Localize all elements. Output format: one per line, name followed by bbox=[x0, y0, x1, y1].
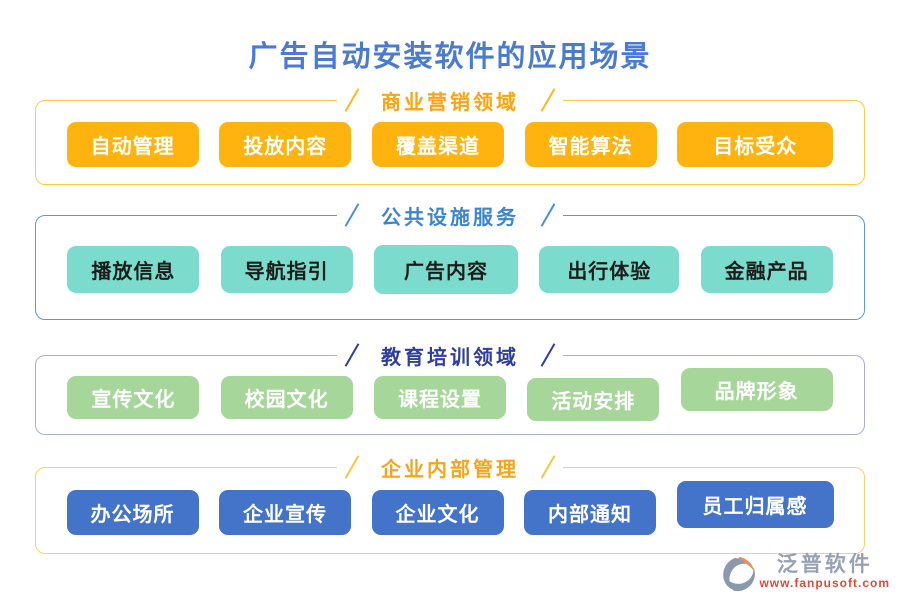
chip[interactable]: 金融产品 bbox=[700, 246, 833, 293]
chip[interactable]: 自动管理 bbox=[66, 122, 199, 167]
slash-left-icon bbox=[344, 88, 360, 112]
chip[interactable]: 播放信息 bbox=[67, 246, 200, 293]
section-marketing: 自动管理 投放内容 覆盖渠道 智能算法 目标受众 商业营销领域 bbox=[35, 84, 865, 185]
chip[interactable]: 活动安排 bbox=[527, 377, 660, 421]
section-education-header: 教育培训领域 bbox=[337, 339, 563, 371]
chip[interactable]: 员工归属感 bbox=[676, 481, 834, 528]
chip[interactable]: 校园文化 bbox=[220, 375, 353, 419]
chip[interactable]: 导航指引 bbox=[220, 246, 353, 293]
section-marketing-header: 商业营销领域 bbox=[337, 84, 563, 116]
slash-left-icon bbox=[344, 455, 360, 479]
chip[interactable]: 目标受众 bbox=[677, 122, 834, 167]
chip[interactable]: 企业宣传 bbox=[219, 490, 351, 535]
section-enterprise-header: 企业内部管理 bbox=[337, 451, 563, 483]
brand-url-link[interactable]: www.fanpusoft.com bbox=[759, 576, 890, 591]
section-public-facilities: 播放信息 导航指引 广告内容 出行体验 金融产品 公共设施服务 bbox=[35, 199, 865, 320]
slash-right-icon bbox=[540, 343, 556, 367]
slash-right-icon bbox=[540, 455, 556, 479]
slash-left-icon bbox=[344, 203, 360, 227]
section-public-facilities-header: 公共设施服务 bbox=[337, 199, 563, 231]
chip[interactable]: 智能算法 bbox=[524, 122, 657, 167]
chip[interactable]: 出行体验 bbox=[539, 246, 680, 293]
chip[interactable]: 企业文化 bbox=[371, 490, 504, 535]
footer-brand: 泛普软件 www.fanpusoft.com bbox=[720, 552, 890, 597]
brand-name: 泛普软件 bbox=[776, 552, 873, 576]
chip[interactable]: 办公场所 bbox=[66, 490, 199, 535]
fanpu-logo-icon bbox=[720, 555, 757, 597]
chip[interactable]: 广告内容 bbox=[373, 245, 518, 294]
section-title: 公共设施服务 bbox=[381, 206, 519, 229]
section-education: 宣传文化 校园文化 课程设置 活动安排 品牌形象 教育培训领域 bbox=[35, 339, 865, 435]
slash-left-icon bbox=[344, 343, 360, 367]
chip[interactable]: 内部通知 bbox=[524, 490, 656, 535]
section-public-facilities-box: 播放信息 导航指引 广告内容 出行体验 金融产品 bbox=[35, 215, 865, 320]
chip[interactable]: 品牌形象 bbox=[680, 367, 833, 411]
section-enterprise: 办公场所 企业宣传 企业文化 内部通知 员工归属感 企业内部管理 bbox=[35, 451, 865, 554]
slash-right-icon bbox=[540, 203, 556, 227]
chip[interactable]: 课程设置 bbox=[373, 375, 506, 419]
section-title: 教育培训领域 bbox=[381, 346, 519, 369]
section-title: 商业营销领域 bbox=[381, 91, 519, 114]
page-title: 广告自动安装软件的应用场景 bbox=[248, 41, 652, 73]
section-title: 企业内部管理 bbox=[381, 458, 519, 481]
slash-right-icon bbox=[540, 88, 556, 112]
chip[interactable]: 覆盖渠道 bbox=[371, 122, 504, 167]
section-marketing-box: 自动管理 投放内容 覆盖渠道 智能算法 目标受众 bbox=[35, 100, 865, 185]
section-enterprise-box: 办公场所 企业宣传 企业文化 内部通知 员工归属感 bbox=[35, 467, 865, 554]
chip[interactable]: 宣传文化 bbox=[67, 375, 200, 419]
chip[interactable]: 投放内容 bbox=[219, 122, 352, 167]
